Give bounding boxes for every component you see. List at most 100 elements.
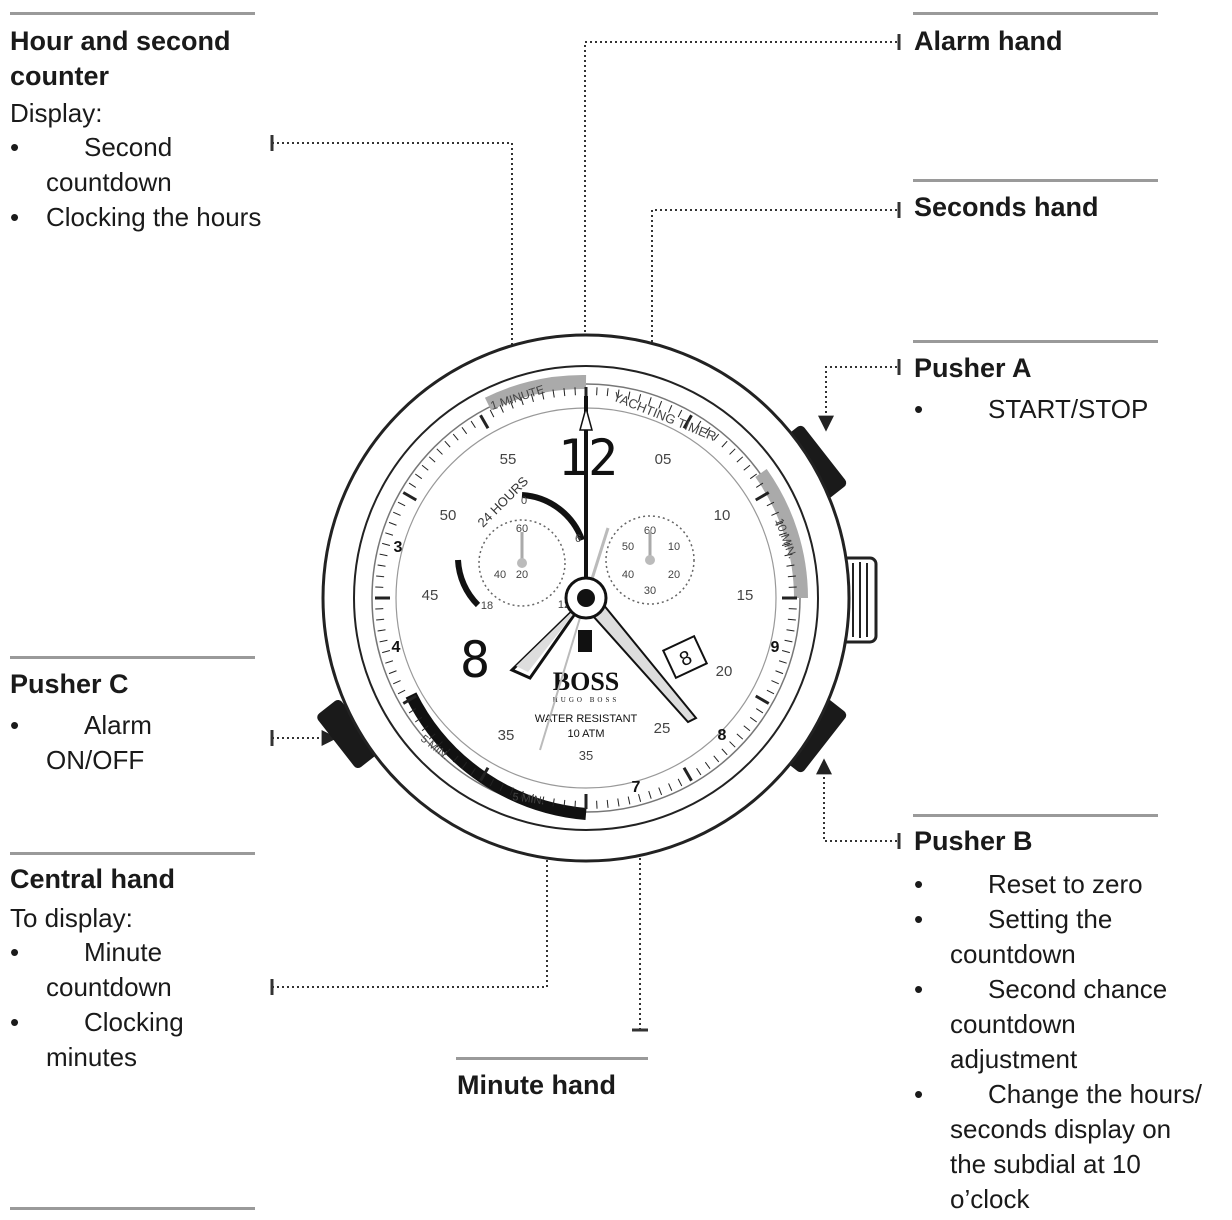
minute-tick xyxy=(520,397,524,406)
leader-hour-counter xyxy=(272,142,513,560)
leader-pusher-a xyxy=(818,366,897,432)
minute-tick xyxy=(541,391,545,400)
minute-number: 25 xyxy=(654,720,671,737)
arc-one-minute xyxy=(484,374,587,411)
minute-tick xyxy=(552,798,555,807)
minute-tick xyxy=(461,427,468,435)
minute-tick xyxy=(696,420,702,429)
minute-tick xyxy=(729,741,736,748)
inner-mark: 7 xyxy=(632,779,641,796)
rule-pusher-b-top xyxy=(913,814,1158,817)
minute-tick xyxy=(397,689,406,695)
minute-tick xyxy=(658,787,663,796)
minute-tick xyxy=(787,618,796,621)
minute-tick xyxy=(648,397,652,406)
minute-tick xyxy=(786,629,795,632)
central-hand xyxy=(539,597,587,751)
minute-tick xyxy=(754,491,770,502)
minute-tick xyxy=(428,456,436,463)
list-item: START/STOP xyxy=(914,392,1214,427)
minute-tick xyxy=(784,639,793,643)
minute-tick xyxy=(436,448,443,455)
minute-tick xyxy=(749,716,757,723)
callout-seconds-hand: Seconds hand xyxy=(914,190,1099,225)
minute-tick xyxy=(648,790,652,799)
minute-tick xyxy=(452,755,459,763)
callout-title: Seconds hand xyxy=(914,192,1099,222)
minute-tick xyxy=(489,409,495,418)
inner-mark: 3 xyxy=(394,539,403,556)
minute-tick xyxy=(606,799,609,808)
inner-mark: 4 xyxy=(392,639,401,656)
minute-tick xyxy=(713,755,720,763)
brand-block: BOSS HUGO BOSS WATER RESISTANT 10 ATM xyxy=(535,667,638,740)
minute-tick xyxy=(452,433,459,441)
minute-number: 15 xyxy=(737,587,754,604)
minute-tick xyxy=(766,689,775,695)
minute-tick xyxy=(638,793,642,802)
subdial-right-number: 50 xyxy=(622,541,634,553)
rule-alarm-hand-top xyxy=(913,12,1158,15)
minute-tick xyxy=(499,405,504,413)
inner-mark: 8 xyxy=(718,727,727,744)
minute-tick xyxy=(489,778,495,787)
center-mark: 35 xyxy=(579,748,593,763)
minute-tick xyxy=(393,680,401,685)
bezel-label-five-min-bottom: 5 MIN. xyxy=(512,791,546,807)
subdial-left-number: 6 xyxy=(575,533,581,545)
minute-tick xyxy=(382,650,391,654)
list-item: Second countdown xyxy=(10,130,210,200)
minute-tick xyxy=(781,542,790,546)
callout-subtitle: To display: xyxy=(10,903,133,933)
minute-ticks xyxy=(375,387,797,809)
list-item: Clocking minutes xyxy=(10,1005,210,1075)
minute-tick xyxy=(408,708,417,714)
pusher-c-icon xyxy=(317,699,379,769)
callout-pusher-c: Pusher C Alarm ON/OFF xyxy=(10,667,210,778)
minute-tick xyxy=(436,741,443,748)
subdial-left-number: 20 xyxy=(516,569,528,581)
minute-tick xyxy=(552,389,555,398)
minute-tick xyxy=(393,511,401,516)
minute-tick xyxy=(704,761,711,769)
minute-tick xyxy=(541,796,545,805)
minute-tick xyxy=(677,409,683,418)
minute-tick xyxy=(638,394,642,403)
minute-number: 35 xyxy=(498,727,515,744)
minute-tick xyxy=(721,748,728,756)
minute-tick xyxy=(444,440,451,448)
minute-tick xyxy=(658,400,663,409)
callout-title: Minute hand xyxy=(457,1070,616,1100)
minute-tick xyxy=(668,783,673,791)
minute-tick xyxy=(530,793,534,802)
minute-tick xyxy=(766,501,775,507)
callout-title: Pusher B xyxy=(914,826,1033,856)
callout-subtitle: Display: xyxy=(10,98,103,128)
minute-tick xyxy=(470,420,476,429)
minute-tick xyxy=(388,521,397,526)
callout-title: Alarm hand xyxy=(914,26,1063,56)
list-item: Alarm ON/OFF xyxy=(10,708,200,778)
minute-tick xyxy=(509,400,514,409)
minute-tick xyxy=(778,532,787,536)
minute-tick xyxy=(743,464,751,471)
inner-mark: 9 xyxy=(771,639,780,656)
minute-tick xyxy=(402,694,418,705)
minute-tick xyxy=(421,464,429,471)
minute-tick xyxy=(754,694,770,705)
subdial-left-number: 18 xyxy=(481,600,493,612)
minute-tick xyxy=(704,427,711,435)
minute-tick xyxy=(388,670,397,675)
subdial-left-number: 60 xyxy=(516,523,528,535)
subdial-right-number: 40 xyxy=(622,569,634,581)
callout-title: Pusher A xyxy=(914,353,1032,383)
minute-tick xyxy=(771,511,779,516)
minute-tick xyxy=(385,532,394,536)
minute-tick xyxy=(617,389,620,398)
list-item: Reset to zero xyxy=(914,867,1206,902)
minute-tick xyxy=(563,388,566,397)
rule-pusher-c-top xyxy=(10,656,255,659)
minute-tick xyxy=(784,553,793,557)
